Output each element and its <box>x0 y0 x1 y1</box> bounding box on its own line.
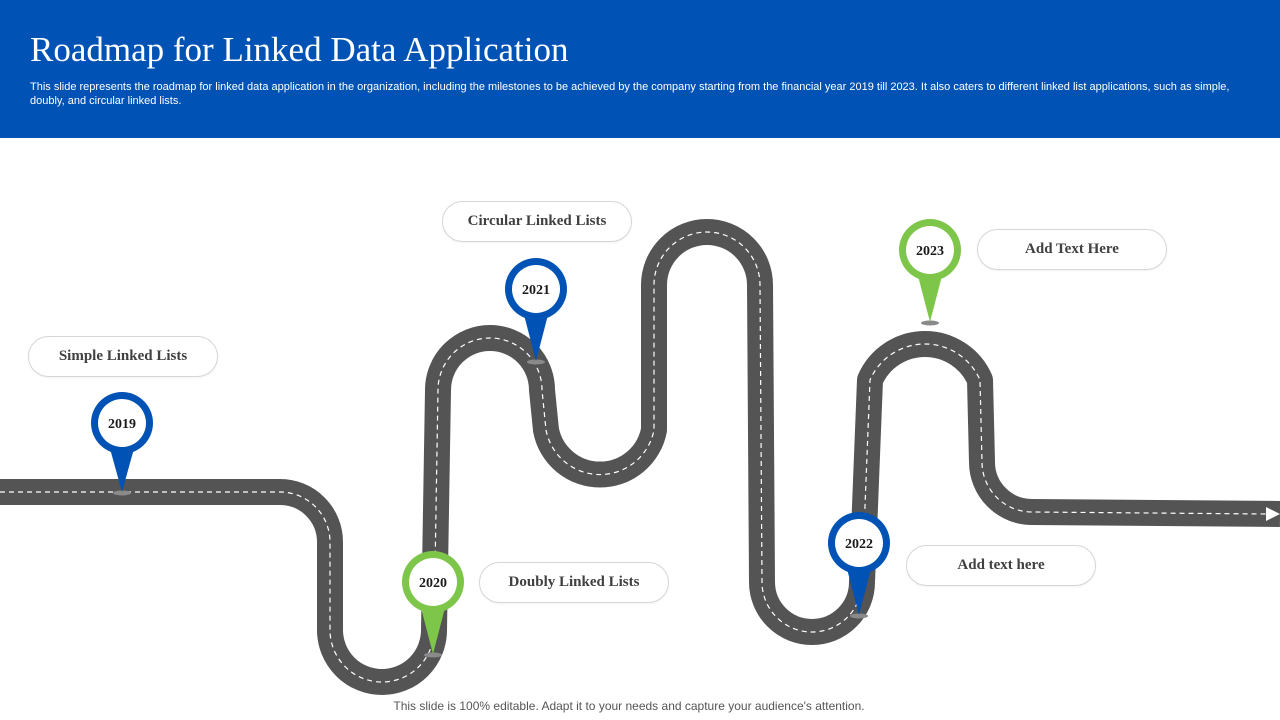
milestone-marker-2022: 2022 <box>828 512 890 619</box>
milestone-label-2022: Add text here <box>906 545 1096 586</box>
road <box>0 232 1280 682</box>
milestone-marker-2023: 2023 <box>899 219 961 326</box>
milestone-year-2021: 2021 <box>522 283 550 298</box>
footer-note: This slide is 100% editable. Adapt it to… <box>0 699 1258 713</box>
milestone-year-2020: 2020 <box>419 576 447 591</box>
milestone-label-2020: Doubly Linked Lists <box>479 562 669 603</box>
milestone-marker-2020: 2020 <box>402 551 464 658</box>
milestone-label-2023: Add Text Here <box>977 229 1167 270</box>
milestone-label-2021: Circular Linked Lists <box>442 201 632 242</box>
milestone-year-2022: 2022 <box>845 537 873 552</box>
milestone-label-2019: Simple Linked Lists <box>28 336 218 377</box>
milestone-year-2019: 2019 <box>108 417 136 432</box>
milestone-year-2023: 2023 <box>916 244 944 259</box>
